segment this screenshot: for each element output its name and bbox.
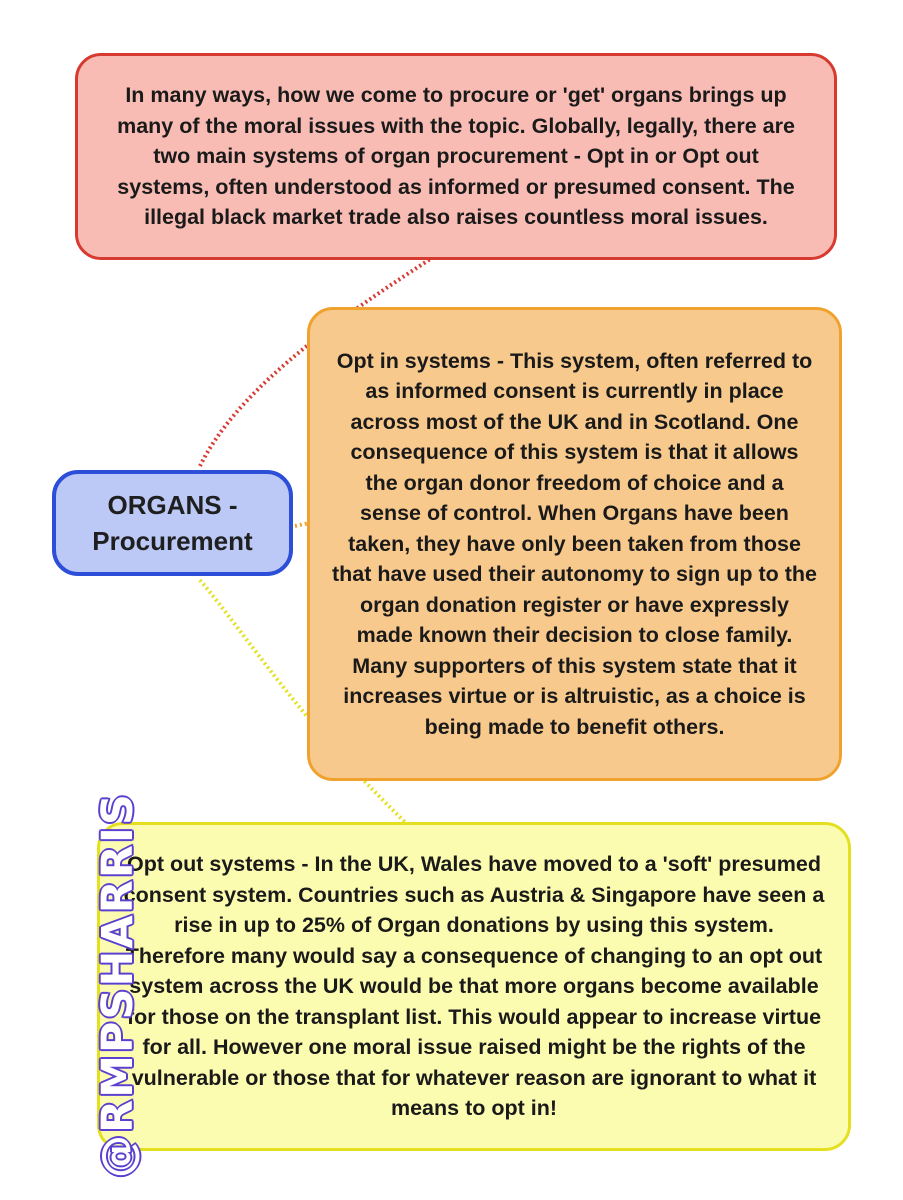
opt-in-note: Opt in systems - This system, often refe… [307,307,842,781]
intro-note: In many ways, how we come to procure or … [75,53,837,260]
connector-center-to-opt-out [198,578,407,824]
connector-center-to-top [198,256,434,467]
opt-out-note-text: Opt out systems - In the UK, Wales have … [123,852,825,1121]
central-topic: ORGANS - Procurement [52,470,293,576]
central-topic-line-1: ORGANS - [107,490,238,520]
intro-note-text: In many ways, how we come to procure or … [117,83,795,230]
opt-out-note: Opt out systems - In the UK, Wales have … [97,822,851,1151]
author-watermark: @RMPSHARRIS [92,791,145,1180]
central-topic-text: ORGANS - Procurement [92,487,252,559]
opt-in-note-text: Opt in systems - This system, often refe… [332,348,817,739]
central-topic-line-2: Procurement [92,526,253,556]
connector-center-to-opt-in [294,521,310,528]
